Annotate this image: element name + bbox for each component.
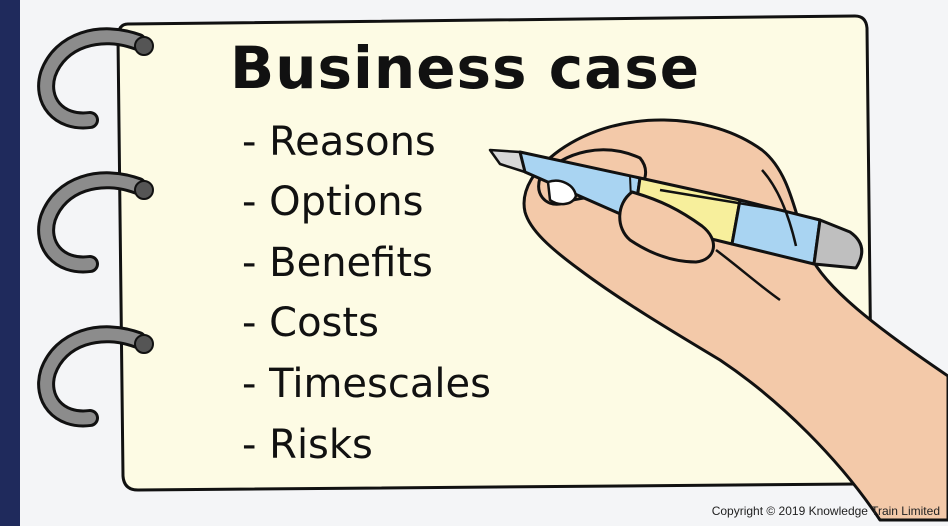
checklist: - Reasons - Options - Benefits - Costs -… (242, 119, 491, 468)
spiral-binding (37, 27, 154, 428)
hand-with-pen-icon (488, 118, 948, 522)
list-item: - Reasons (242, 119, 436, 165)
list-item: - Benefits (242, 240, 433, 286)
illustration-panel: Business case - Reasons - Options - Bene… (20, 0, 948, 526)
list-item: - Risks (242, 422, 373, 468)
copyright-notice: Copyright © 2019 Knowledge Train Limited (711, 504, 940, 518)
spiral-ring-icon (37, 27, 154, 130)
list-item: - Timescales (242, 361, 491, 407)
business-case-illustration: Business case - Reasons - Options - Bene… (37, 14, 948, 522)
notepad-title: Business case (230, 34, 700, 102)
spiral-ring-icon (37, 171, 154, 274)
list-item: - Costs (242, 300, 379, 346)
spiral-ring-icon (37, 325, 154, 428)
list-item: - Options (242, 179, 423, 225)
